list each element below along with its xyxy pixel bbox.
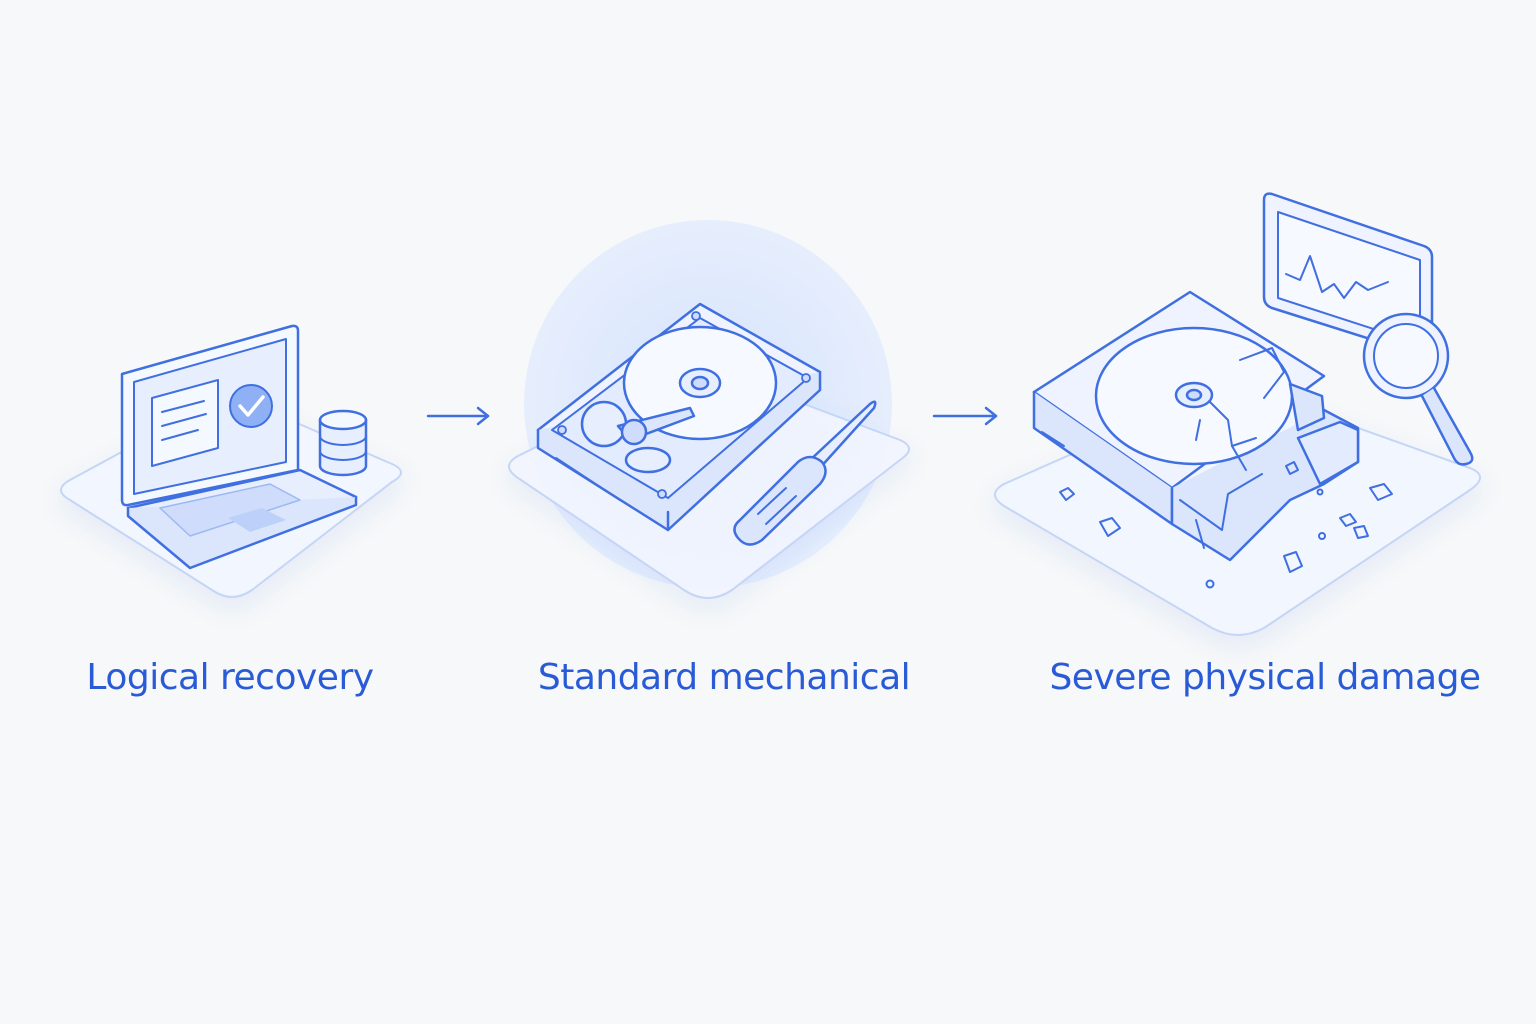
- broken-hard-drive-icon: [1032, 290, 1360, 562]
- stage-label-logical-recovery: Logical recovery: [86, 657, 374, 698]
- stage-logical-recovery: [60, 324, 402, 598]
- database-icon: [318, 409, 368, 477]
- stage-severe-physical-damage: [994, 192, 1481, 636]
- stage-label-severe-physical-damage: Severe physical damage: [1049, 657, 1481, 698]
- magnifying-glass-icon: [1362, 312, 1474, 466]
- checkmark-icon: [229, 384, 273, 428]
- debris-fragments: [1059, 461, 1393, 589]
- hard-drive-icon: [536, 302, 822, 532]
- arrow-right-icon: [426, 406, 490, 426]
- arrow-right-icon: [932, 406, 998, 426]
- screwdriver-icon: [733, 400, 877, 546]
- stage-label-standard-mechanical: Standard mechanical: [537, 657, 911, 698]
- laptop-icon: [120, 324, 358, 570]
- stage-standard-mechanical: [508, 220, 910, 599]
- monitor-icon: [1262, 192, 1434, 358]
